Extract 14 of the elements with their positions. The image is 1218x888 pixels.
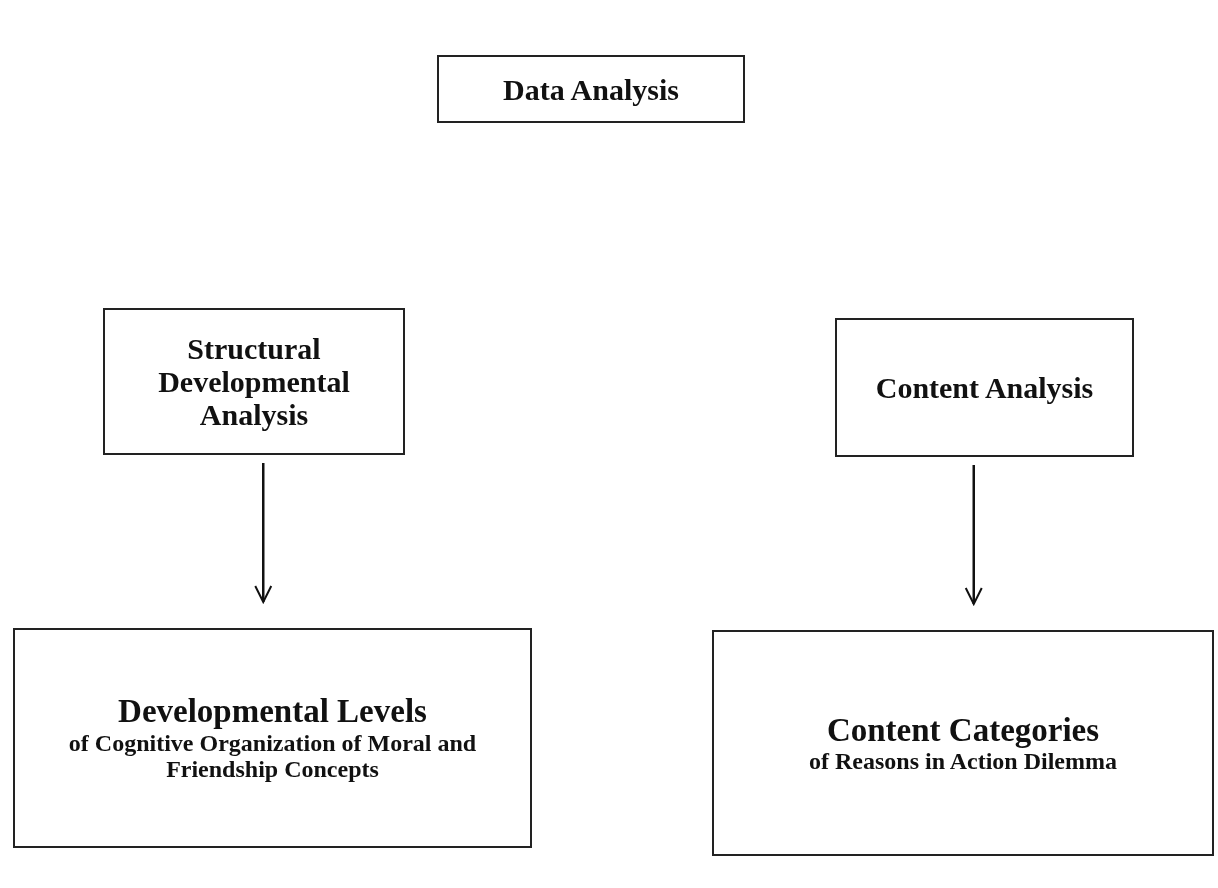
process-box [835, 318, 1134, 457]
arrow [964, 465, 983, 605]
box-text: of Cognitive Organization of Moral and Friendship Concepts [67, 729, 478, 783]
box-heading: Content Analysis [875, 371, 1094, 404]
box-heading: Developmental Levels [118, 693, 427, 730]
box-heading: Data Analysis [503, 72, 679, 106]
box-text: of Reasons in Action Dilemma [809, 747, 1117, 775]
title-box [437, 55, 745, 123]
result-box [712, 630, 1214, 856]
process-box [103, 308, 405, 455]
box-heading: Content Categories [826, 711, 1100, 748]
box-heading: Structural Developmental Analysis [157, 332, 351, 431]
result-box [13, 628, 532, 848]
arrow [254, 463, 273, 603]
